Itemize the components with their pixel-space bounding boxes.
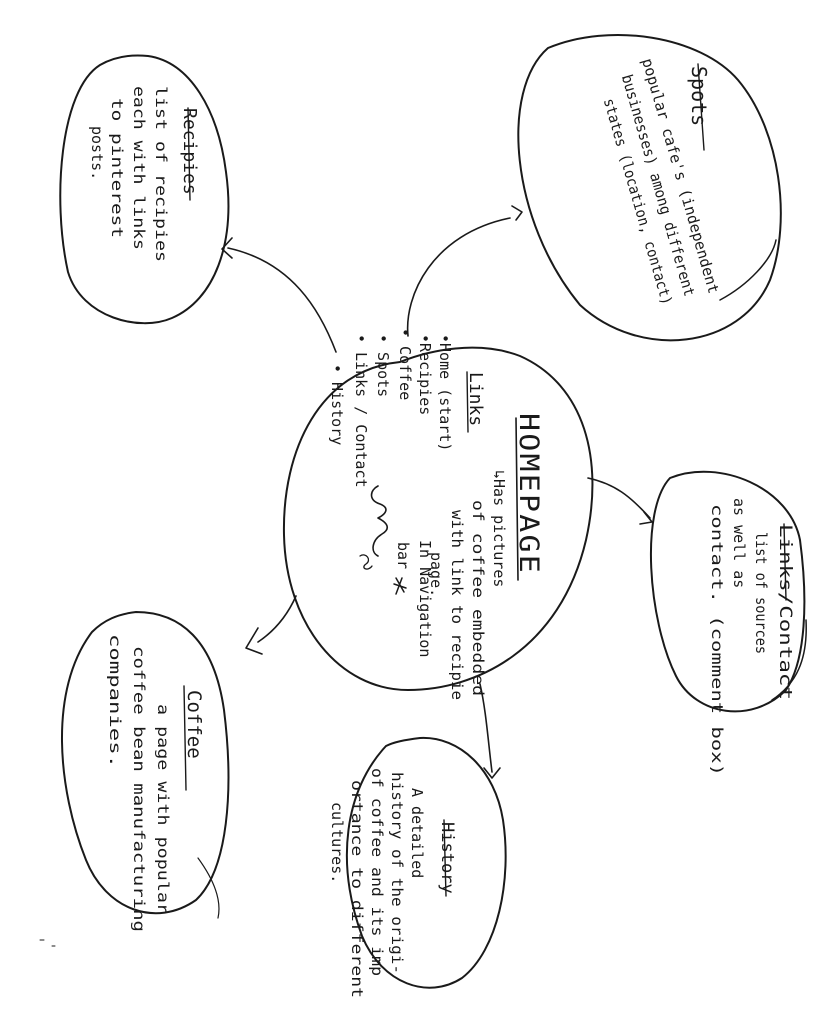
connector-to-spots xyxy=(406,217,511,337)
recipes-line-4: posts. xyxy=(88,126,106,180)
homepage-note-line-1: ↳Has pictures xyxy=(490,470,508,587)
arrowhead-spots xyxy=(511,205,523,221)
links-heading: Links xyxy=(465,372,486,426)
links-contact-bubble xyxy=(649,470,806,713)
spots-bubble xyxy=(517,33,782,342)
coffee-bubble-overstroke xyxy=(197,857,220,919)
homepage-title-underline xyxy=(515,417,519,581)
homepage-note-line-4: page. xyxy=(427,552,445,597)
coffee-title-underline xyxy=(183,685,187,791)
coffee-bubble xyxy=(61,611,230,915)
arrowhead-history xyxy=(483,767,501,779)
links-item-links-contact: • Links / Contact xyxy=(352,334,370,488)
homepage-bubble xyxy=(282,346,594,691)
homepage-note-line-3: with link to recipie xyxy=(448,510,466,700)
arrowhead-links-contact xyxy=(639,511,653,525)
nav-note-line-2: bar xyxy=(394,542,412,569)
nav-note-line-1: In Navigation xyxy=(416,540,434,657)
coffee-line-1: a page with popular xyxy=(154,704,172,914)
coffee-title: Coffee xyxy=(183,690,205,759)
links-contact-title-underline xyxy=(783,523,787,601)
coffee-line-2: coffee bean manufacturing xyxy=(130,646,148,932)
homepage-note-line-2: of coffee embedded xyxy=(469,500,487,696)
recipes-line-2: each with links xyxy=(130,86,148,250)
history-bubble xyxy=(345,736,507,989)
history-line-2: history of the origi- xyxy=(388,772,406,974)
nav-note-crossed-word xyxy=(393,577,407,595)
links-item-coffee: • Coffee xyxy=(396,328,414,400)
links-group-brace xyxy=(370,485,389,557)
history-line-3: of coffee and its imp xyxy=(368,768,386,976)
arrowhead-coffee xyxy=(245,627,263,655)
recipes-bubble xyxy=(59,54,230,325)
spots-title-underline xyxy=(697,63,705,151)
history-title-underline xyxy=(443,819,447,897)
history-title: History xyxy=(437,822,457,894)
links-item-history: • History xyxy=(328,364,346,445)
spots-bubble-overstroke xyxy=(719,239,777,301)
links-item-home: •Home (start) xyxy=(436,334,454,451)
links-contact-line-1: list of sources xyxy=(752,532,770,654)
connector-to-recipes xyxy=(227,247,337,353)
links-heading-underline xyxy=(466,371,469,433)
links-contact-bubble-overstroke xyxy=(771,619,807,701)
recipes-title-underline xyxy=(187,107,191,201)
connector-to-coffee xyxy=(257,595,297,643)
recipes-line-3: to pinterest xyxy=(108,98,126,238)
history-line-5: cultures. xyxy=(328,802,346,883)
links-contact-line-2: as well as xyxy=(730,498,748,588)
links-item-recipies: •Recipies xyxy=(416,334,434,415)
links-contact-line-3: contact. (comment box) xyxy=(708,504,726,776)
connector-to-links-contact xyxy=(587,477,651,519)
brace-scribble xyxy=(359,554,373,570)
connector-to-history xyxy=(479,683,493,773)
arrowhead-recipes xyxy=(221,237,233,259)
stray-mark xyxy=(39,939,56,947)
history-line-1: A detailed xyxy=(408,788,426,878)
recipes-line-1: list of recipies xyxy=(152,86,170,262)
coffee-line-3: companies. xyxy=(106,634,124,768)
links-contact-title: Links/Contact xyxy=(775,524,795,700)
links-item-spots: • Spots xyxy=(374,334,392,397)
history-line-4: ortance to different xyxy=(348,780,366,998)
